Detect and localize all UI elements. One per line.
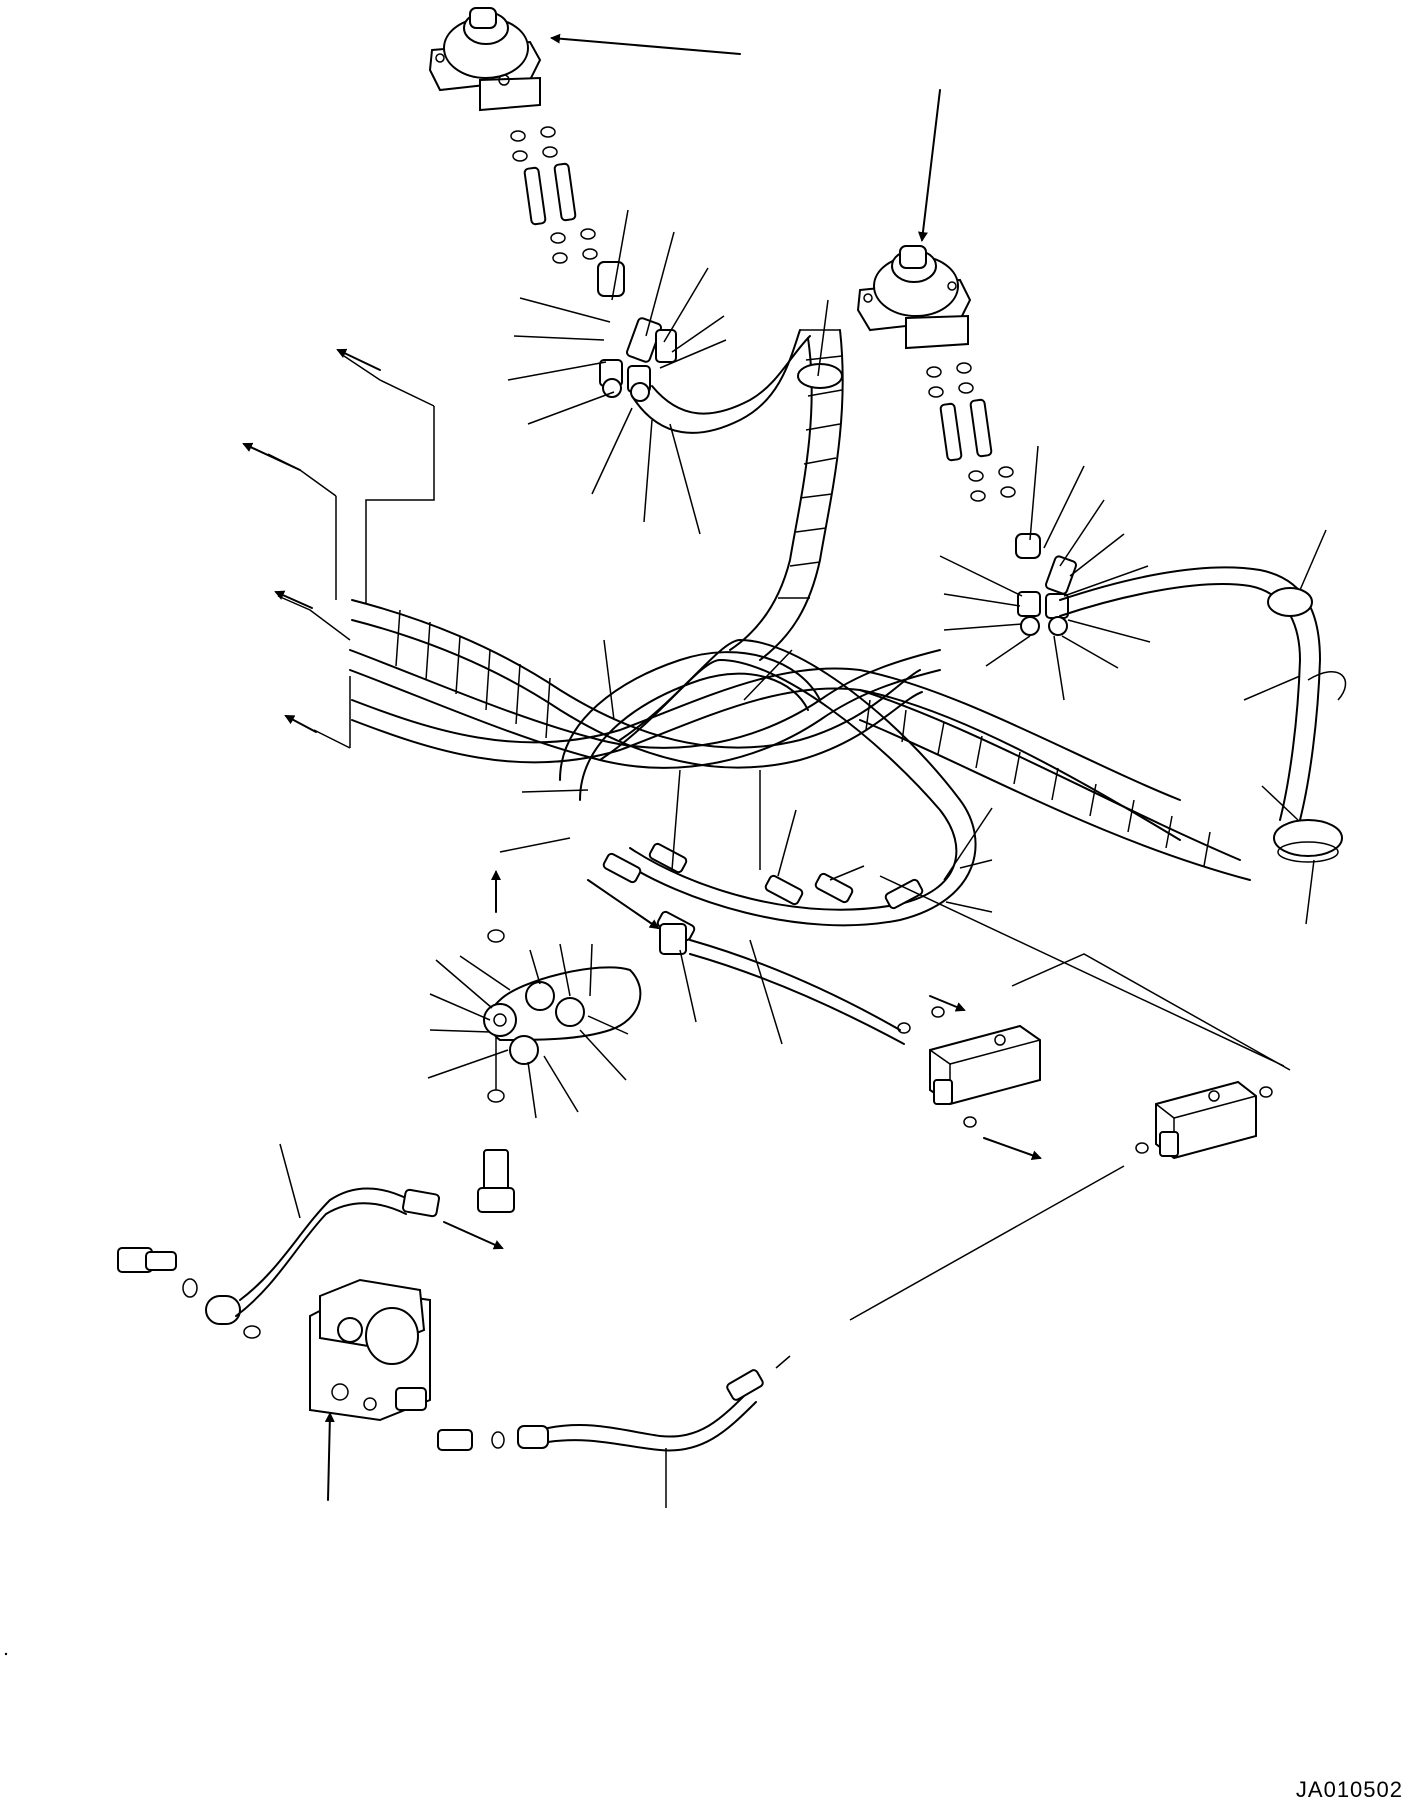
left-ppc-leader-lines <box>507 209 727 535</box>
left-ppc-valve <box>428 7 741 112</box>
valve-block-1 <box>897 995 1042 1161</box>
left-ppc-hose-bundle <box>631 299 844 661</box>
pump-delivery-hose <box>437 1165 1125 1508</box>
ppc-lock-pump <box>309 1278 431 1501</box>
left-ppc-hose-ends <box>597 261 677 402</box>
main-hose-bundle <box>349 599 1251 927</box>
swivel-joint-block <box>427 870 783 1213</box>
stray-mark <box>4 1652 8 1656</box>
right-ppc-hose-loop <box>1059 529 1347 925</box>
right-ppc-leader-lines <box>939 445 1151 701</box>
drawing-id: JA010502 <box>1295 1777 1403 1802</box>
left-ppc-o-rings-and-fittings <box>510 126 598 264</box>
off-page-connections <box>242 348 435 749</box>
right-ppc-o-rings-and-fittings <box>926 362 1016 502</box>
right-ppc-hose-ends <box>1015 533 1078 636</box>
swivel-hose-run <box>689 939 905 1045</box>
right-ppc-valve <box>856 89 972 350</box>
valve-block-2 <box>879 875 1291 1160</box>
pump-suction-hose <box>117 1143 504 1339</box>
